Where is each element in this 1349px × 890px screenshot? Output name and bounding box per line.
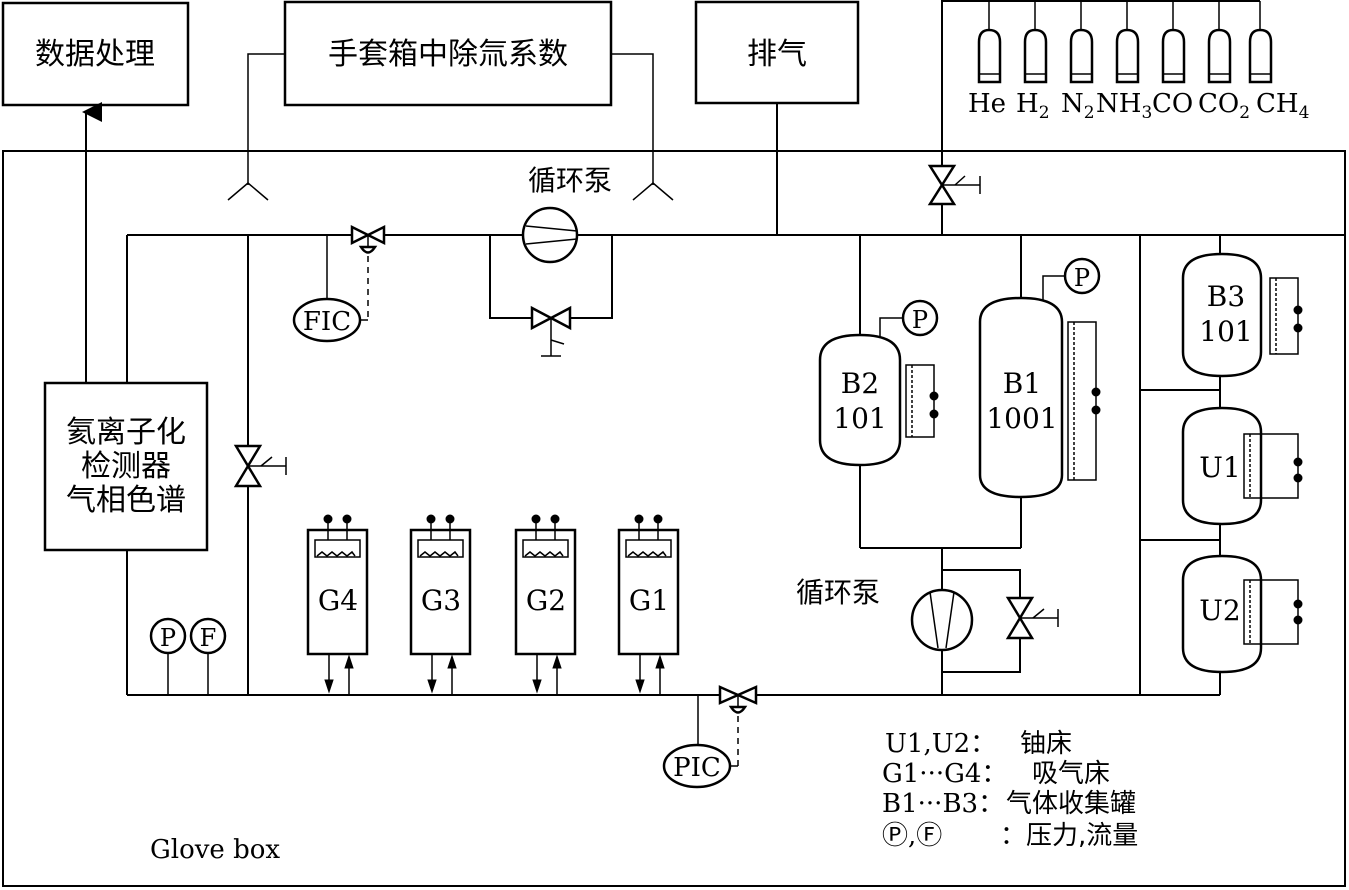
- svg-text:B1: B1: [1003, 367, 1041, 400]
- flow-gauge: F: [189, 617, 227, 695]
- absorber-beds: G4 G3 G2 G1: [306, 514, 680, 695]
- svg-text:101: 101: [1199, 315, 1252, 348]
- legend-val-2: 吸气床: [1032, 759, 1110, 789]
- data-processing-box: 数据处理: [1, 1, 190, 107]
- legend-val-3: 气体收集罐: [1006, 789, 1136, 819]
- legend: U1,U2： 铀床 G1···G4： 吸气床 B1···B3： 气体收集罐 Ⓟ,…: [882, 729, 1138, 851]
- cylinder-icon: [1248, 28, 1273, 84]
- tank-b1: B1 1001 P: [978, 257, 1101, 499]
- pump-bypass: [489, 235, 613, 357]
- legend-key-2: G1···G4：: [882, 759, 1007, 789]
- cylinder-icon: [1207, 28, 1232, 84]
- legend-key-3: B1···B3：: [882, 789, 1004, 819]
- glovebox-frame: [2, 150, 1346, 887]
- svg-text:P: P: [912, 306, 928, 334]
- svg-text:U2: U2: [1199, 594, 1240, 627]
- pic-instrument: PIC: [662, 743, 732, 789]
- absorber-label: G1: [629, 584, 669, 617]
- svg-text:U1: U1: [1199, 451, 1240, 484]
- detector-box: 氦离子化 检测器 气相色谱: [43, 381, 209, 552]
- absorber-label: G2: [526, 584, 566, 617]
- svg-text:B2: B2: [841, 367, 879, 400]
- glovebox-label: Glove box: [150, 835, 280, 865]
- exhaust-box: 排气: [694, 0, 860, 105]
- svg-text:P: P: [160, 624, 176, 652]
- uranium-bed-u1: U1: [1181, 406, 1303, 526]
- tank-b2: B2 101 P: [818, 299, 939, 467]
- fic-instrument: FIC: [292, 297, 362, 343]
- uranium-bed-u2: U2: [1181, 554, 1303, 674]
- absorber-bed: G1: [617, 514, 680, 695]
- data-processing-label: 数据处理: [35, 37, 155, 72]
- exhaust-label: 排气: [747, 37, 807, 72]
- gas-labels: He H2 N2 NH3 CO CO2 CH4: [968, 89, 1309, 125]
- absorber-label: G4: [318, 584, 358, 617]
- gas-feed-valve: [927, 164, 981, 206]
- svg-text:P: P: [1074, 264, 1090, 292]
- cylinder-icon: [1161, 28, 1186, 84]
- glovebox-degassing-label: 手套箱中除氚系数: [328, 37, 568, 72]
- pressure-gauge: P: [149, 617, 187, 695]
- cylinder-icon: [1115, 28, 1140, 84]
- top-pump-label: 循环泵: [528, 164, 612, 197]
- bottom-circulation-pump: [910, 588, 974, 652]
- sampling-lines: [227, 53, 778, 235]
- absorber-bed: G3: [409, 514, 472, 695]
- fic-control-valve: [350, 224, 386, 321]
- left-manual-valve: [233, 444, 287, 488]
- pic-control-valve: [718, 685, 758, 767]
- svg-text:PIC: PIC: [673, 753, 721, 783]
- right-piping: [859, 235, 1221, 696]
- absorber-label: G3: [421, 584, 461, 617]
- cylinder-icon: [1069, 28, 1094, 84]
- svg-text:1001: 1001: [986, 402, 1057, 435]
- svg-text:检测器: 检测器: [81, 449, 171, 484]
- svg-text:F: F: [200, 624, 217, 652]
- cylinder-icon: [977, 28, 1002, 84]
- legend-key-4: Ⓟ,Ⓕ: [882, 821, 942, 851]
- tank-b3: B3 101: [1181, 252, 1303, 378]
- gas-cylinders: He H2 N2 NH3 CO CO2 CH4: [941, 0, 1309, 235]
- absorber-bed: G4: [306, 514, 369, 695]
- bottom-pump-bypass: [942, 569, 1059, 673]
- top-circulation-pump: [521, 206, 579, 264]
- legend-val-4: ：压力,流量: [1000, 821, 1138, 851]
- cylinder-icon: [1023, 28, 1048, 84]
- svg-text:气相色谱: 气相色谱: [66, 483, 186, 518]
- bottom-pump-label: 循环泵: [796, 576, 880, 609]
- svg-text:101: 101: [833, 402, 886, 435]
- svg-text:B3: B3: [1207, 280, 1245, 313]
- legend-key-1: U1,U2：: [885, 729, 996, 759]
- svg-text:FIC: FIC: [303, 307, 351, 337]
- legend-val-1: 铀床: [1020, 729, 1072, 759]
- absorber-bed: G2: [514, 514, 577, 695]
- glovebox-degassing-box: 手套箱中除氚系数: [283, 0, 613, 107]
- svg-text:氦离子化: 氦离子化: [66, 415, 186, 450]
